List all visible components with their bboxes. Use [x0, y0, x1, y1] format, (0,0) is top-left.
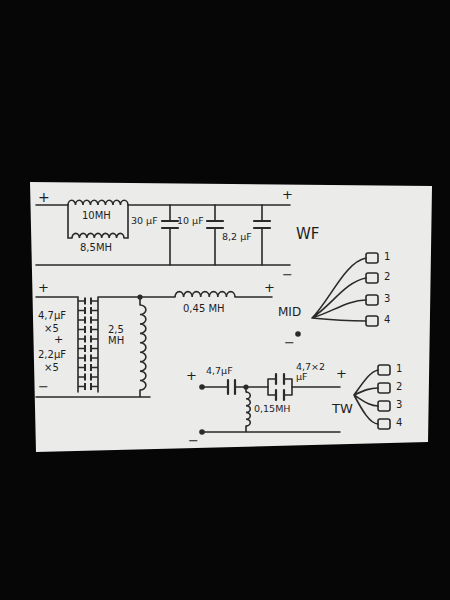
capacitor-symbol: [85, 345, 91, 352]
section-label: WF: [296, 226, 319, 243]
capacitor-symbol: [85, 307, 91, 314]
polarity-sign: +: [54, 334, 63, 346]
terminal-dot: [200, 385, 204, 389]
terminal-symbol: [366, 273, 378, 283]
wire: [78, 300, 98, 302]
junction-dot: [138, 295, 142, 299]
wire: [354, 370, 378, 424]
component-value: 0,15MH: [254, 404, 291, 414]
component-value: ×5: [44, 323, 59, 334]
terminal-symbol: [366, 253, 378, 263]
capacitor-symbol: [85, 374, 91, 381]
terminal-symbol: [366, 316, 378, 326]
component-value: 4,7μF: [206, 366, 233, 376]
wire: [36, 204, 290, 206]
pin-number: 4: [396, 417, 402, 428]
capacitor-symbol: [85, 355, 91, 362]
section-label: TW: [332, 402, 353, 416]
inductor-symbol: [140, 305, 146, 390]
component-value: 10MH: [82, 210, 111, 221]
junction-dot: [244, 385, 248, 389]
capacitor-symbol: [85, 336, 91, 343]
polarity-sign: +: [38, 281, 49, 295]
component-value: ×5: [44, 362, 59, 373]
capacitor-symbol: [85, 317, 91, 324]
component-value: 30 μF: [131, 216, 158, 226]
wire: [78, 376, 98, 378]
capacitor-symbol: [276, 374, 284, 400]
component-value: 4,7μF: [38, 310, 66, 321]
component-value: 2,2μF: [38, 349, 66, 360]
pin-number: 2: [384, 271, 390, 282]
wire: [268, 379, 292, 395]
wire: [36, 297, 272, 392]
terminal-symbol: [378, 401, 390, 411]
inductor-symbol: [68, 200, 128, 205]
pin-number: 1: [384, 251, 390, 262]
wire: [36, 297, 150, 397]
generated-symbols: [68, 200, 390, 429]
pin-number: 2: [396, 381, 402, 392]
wire: [312, 258, 366, 321]
section-label: MID: [278, 306, 301, 319]
pin-number: 1: [396, 363, 402, 374]
component-value: 8,2 μF: [222, 232, 252, 242]
polarity-sign: −: [38, 380, 49, 394]
wire: [204, 386, 340, 388]
wires: [36, 205, 378, 434]
component-value: 0,45 MH: [183, 303, 225, 314]
capacitor-symbol: [85, 383, 91, 390]
wire: [78, 338, 98, 340]
inductor-symbol: [246, 392, 250, 426]
terminal-dot: [200, 430, 204, 434]
wire: [68, 205, 128, 238]
polarity-sign: +: [186, 369, 197, 383]
component-value: 2,5 MH: [108, 324, 136, 346]
terminal-dot: [296, 332, 300, 336]
capacitor-symbol: [85, 364, 91, 371]
capacitor-symbol: [85, 326, 91, 333]
polarity-sign: −: [188, 434, 199, 448]
wire: [78, 386, 98, 388]
terminal-symbol: [378, 383, 390, 393]
wire: [78, 310, 98, 312]
wire: [36, 264, 290, 266]
polarity-sign: +: [264, 281, 275, 295]
wire: [78, 348, 98, 350]
polarity-sign: −: [284, 336, 295, 350]
component-value: 8,5MH: [80, 242, 112, 253]
terminal-symbol: [378, 365, 390, 375]
wire: [78, 319, 98, 321]
polarity-sign: +: [336, 367, 347, 381]
terminal-symbol: [378, 419, 390, 429]
component-value: 10 μF: [177, 216, 204, 226]
wire: [78, 367, 98, 369]
inductor-symbol: [175, 292, 235, 297]
pin-number: 3: [384, 293, 390, 304]
paper-sheet: [30, 182, 432, 452]
polarity-sign: +: [282, 188, 293, 202]
component-value: 4,7×2 μF: [296, 362, 330, 383]
pin-number: 3: [396, 399, 402, 410]
wire: [204, 387, 340, 432]
pin-number: 4: [384, 314, 390, 325]
capacitor-symbol: [228, 380, 235, 394]
capacitor-symbol: [85, 298, 91, 305]
wire: [78, 357, 98, 359]
terminal-symbol: [366, 295, 378, 305]
wire: [170, 205, 262, 265]
inductor-symbol: [72, 233, 124, 238]
wire: [78, 329, 98, 331]
polarity-sign: −: [282, 268, 293, 282]
polarity-sign: +: [38, 190, 50, 205]
